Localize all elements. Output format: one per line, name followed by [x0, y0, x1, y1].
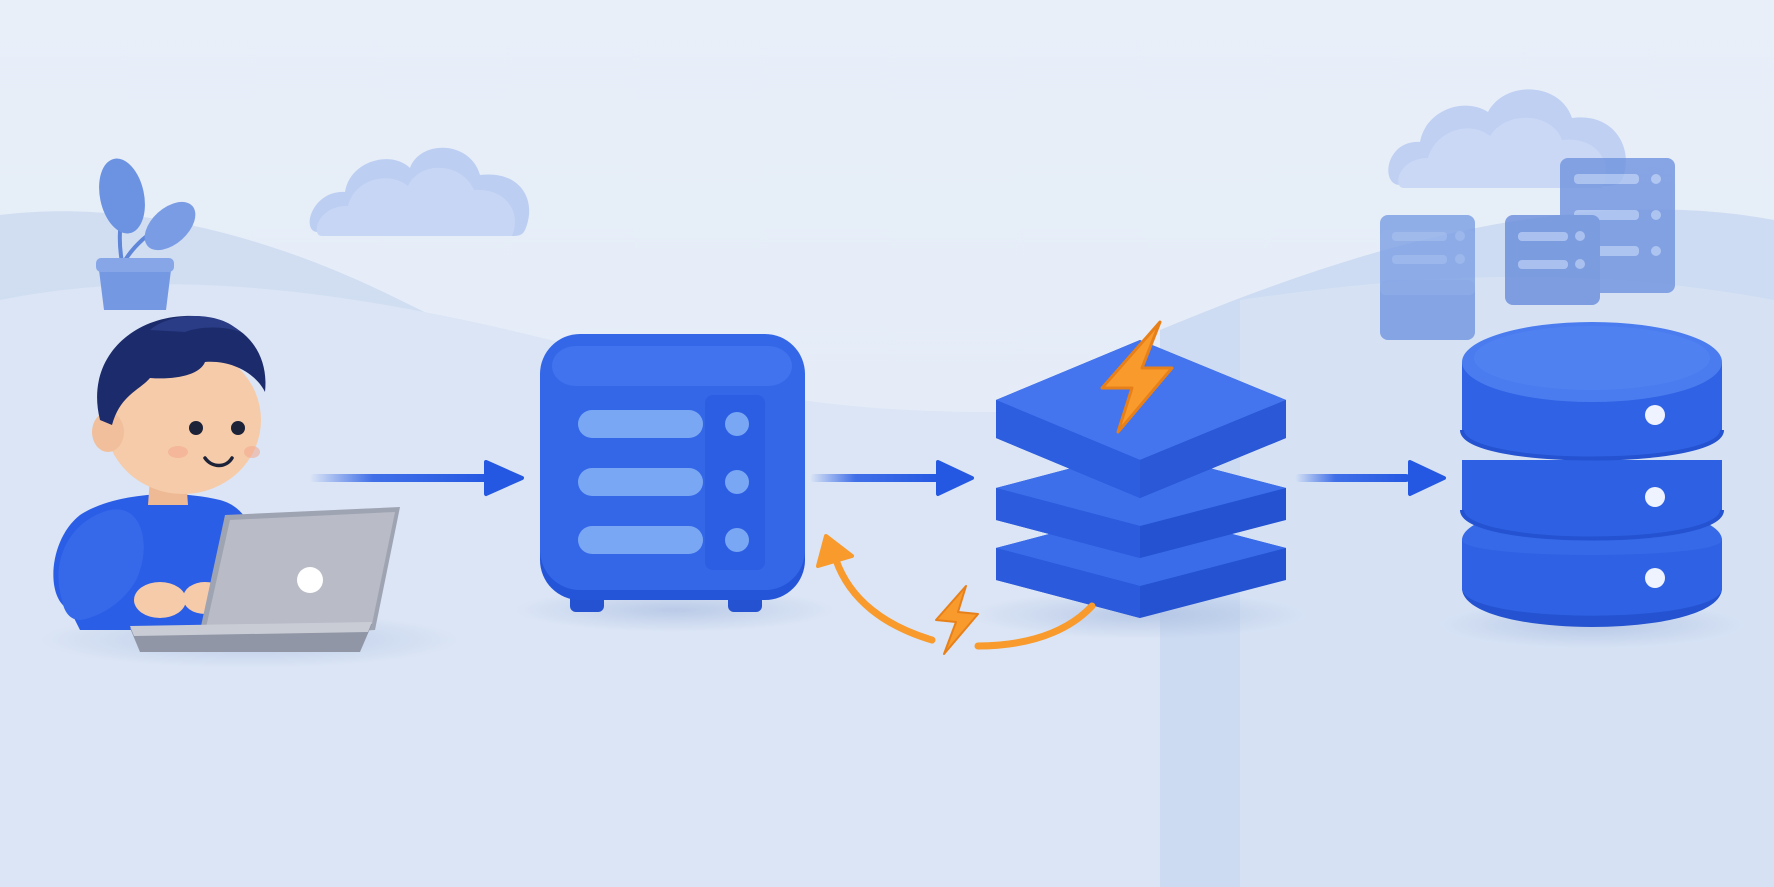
database-icon	[1460, 322, 1724, 627]
server-led	[725, 412, 749, 436]
lightning-bolt-icon	[935, 585, 979, 655]
server-slot	[578, 526, 703, 554]
potted-plant-icon	[96, 158, 196, 310]
arrow-cache-to-server	[816, 534, 1096, 650]
server-led	[725, 470, 749, 494]
database-led	[1645, 487, 1665, 507]
laptop-logo	[297, 567, 323, 593]
cloud-icon	[309, 147, 530, 236]
server-rack-icon	[1380, 158, 1675, 340]
server-slot	[578, 468, 703, 496]
arrow-user-to-server	[310, 460, 524, 496]
server-slot	[578, 410, 703, 438]
server-led	[725, 528, 749, 552]
lightning-bolt-icon	[1100, 320, 1174, 434]
database-led	[1645, 568, 1665, 588]
database-led	[1645, 405, 1665, 425]
server-icon	[540, 334, 805, 612]
cache-layers-icon	[996, 340, 1286, 618]
arrow-server-to-cache	[810, 460, 974, 496]
arrow-cache-to-database	[1295, 460, 1446, 496]
person-with-laptop-icon	[53, 315, 400, 652]
